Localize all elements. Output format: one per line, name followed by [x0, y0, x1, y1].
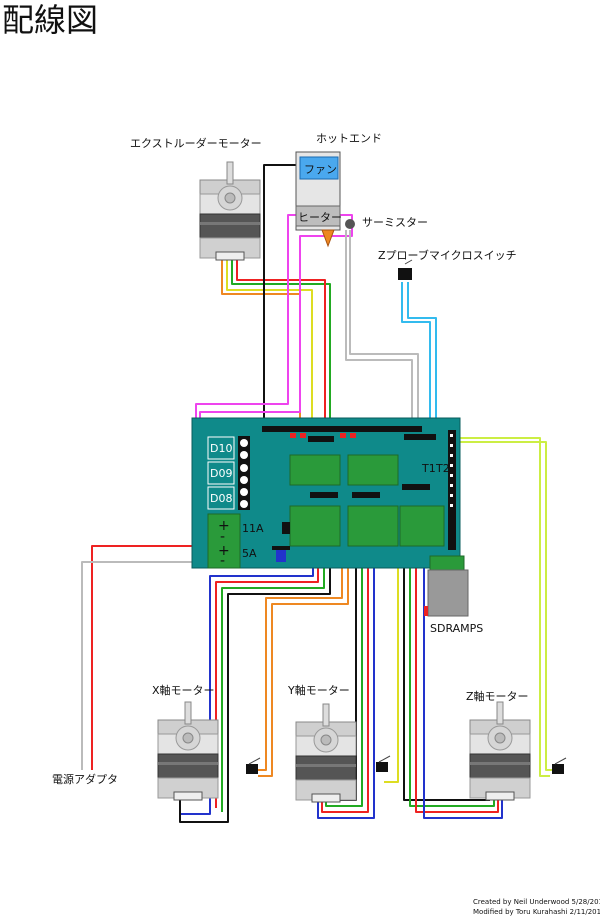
hotend-label: ホットエンド [316, 132, 382, 145]
y-motor [295, 703, 357, 803]
credit-line-1: Created by Neil Underwood 5/28/2011 [473, 898, 600, 906]
t2-label: T2 [435, 462, 450, 475]
fan-box [299, 156, 339, 180]
page-title: 配線図 [2, 1, 99, 39]
wire-power-red [91, 545, 208, 770]
fuse-11a [282, 522, 290, 534]
d10-label: D10 [210, 442, 232, 455]
d08-output [207, 486, 235, 510]
wire-z-black [403, 490, 490, 801]
d09-output [207, 461, 235, 485]
power-minus-1: - [220, 529, 225, 545]
power-terminal [207, 513, 241, 569]
wire-thermistor-gray-1 [345, 230, 413, 438]
wire-y-blue [317, 498, 375, 819]
hotend [295, 151, 355, 248]
z-probe-switch [398, 259, 413, 280]
heater-label: ヒーター [298, 211, 342, 224]
z-probe-switch-label: Zプローブマイクロスイッチ [378, 248, 517, 262]
credit-line-2: Modified by Toru Kurahashi 2/11/2016 [473, 908, 600, 916]
wire-extruder-yellow [226, 258, 313, 438]
z-endstop-switch [551, 757, 567, 775]
wire-extruder-red [236, 258, 326, 438]
d09-label: D09 [210, 467, 232, 480]
fuse-5a [276, 548, 286, 562]
wire-z-blue [423, 490, 503, 819]
d10-output [207, 436, 235, 460]
wire-x-black [179, 498, 331, 823]
heater-box [295, 205, 341, 227]
wire-zend-lime-2 [436, 441, 552, 771]
fuse-5a-label: 5A [242, 547, 257, 560]
wire-power-gray [81, 561, 208, 770]
wire-z-green [409, 490, 495, 807]
power-adapter-label: 電源アダプタ [52, 772, 118, 786]
thermistor-bead [345, 219, 355, 229]
sdramps-module [424, 555, 469, 617]
fan-label: ファン [304, 163, 337, 176]
wire-xend-orange-2 [258, 498, 349, 777]
wire-zprobe-cyan-2 [407, 282, 437, 438]
ramps-board: T1 T2 D10 D09 D08 + - + - 11A 5A [191, 417, 461, 569]
wire-thermistor-gray-2 [349, 230, 419, 438]
t1-label: T1 [421, 462, 436, 475]
wire-zend-lime-1 [430, 437, 550, 777]
nozzle [321, 229, 335, 248]
wire-zprobe-cyan-1 [401, 282, 431, 438]
power-plus-2: + [218, 543, 230, 559]
x-motor-label: X軸モーター [152, 683, 215, 697]
wire-extruder-green [231, 258, 331, 438]
y-motor-label: Y軸モーター [287, 683, 350, 697]
extruder-motor [199, 161, 261, 261]
wire-z-red [415, 490, 499, 813]
d08-label: D08 [210, 492, 232, 505]
y-endstop-switch [375, 755, 391, 773]
fuse-11a-label: 11A [242, 522, 264, 535]
z-motor [469, 701, 531, 801]
wire-y-green [325, 498, 363, 807]
power-plus-1: + [218, 518, 230, 534]
wire-y-red [321, 498, 369, 813]
power-minus-2: - [220, 553, 225, 569]
x-endstop-switch [245, 757, 261, 775]
sdramps-label: SDRAMPS [430, 622, 483, 635]
z-motor-label: Z軸モーター [466, 689, 529, 703]
thermistor-label: サーミスター [362, 216, 428, 229]
terminal-signs [240, 439, 248, 508]
extruder-motor-label: エクストルーダーモーター [130, 136, 262, 150]
